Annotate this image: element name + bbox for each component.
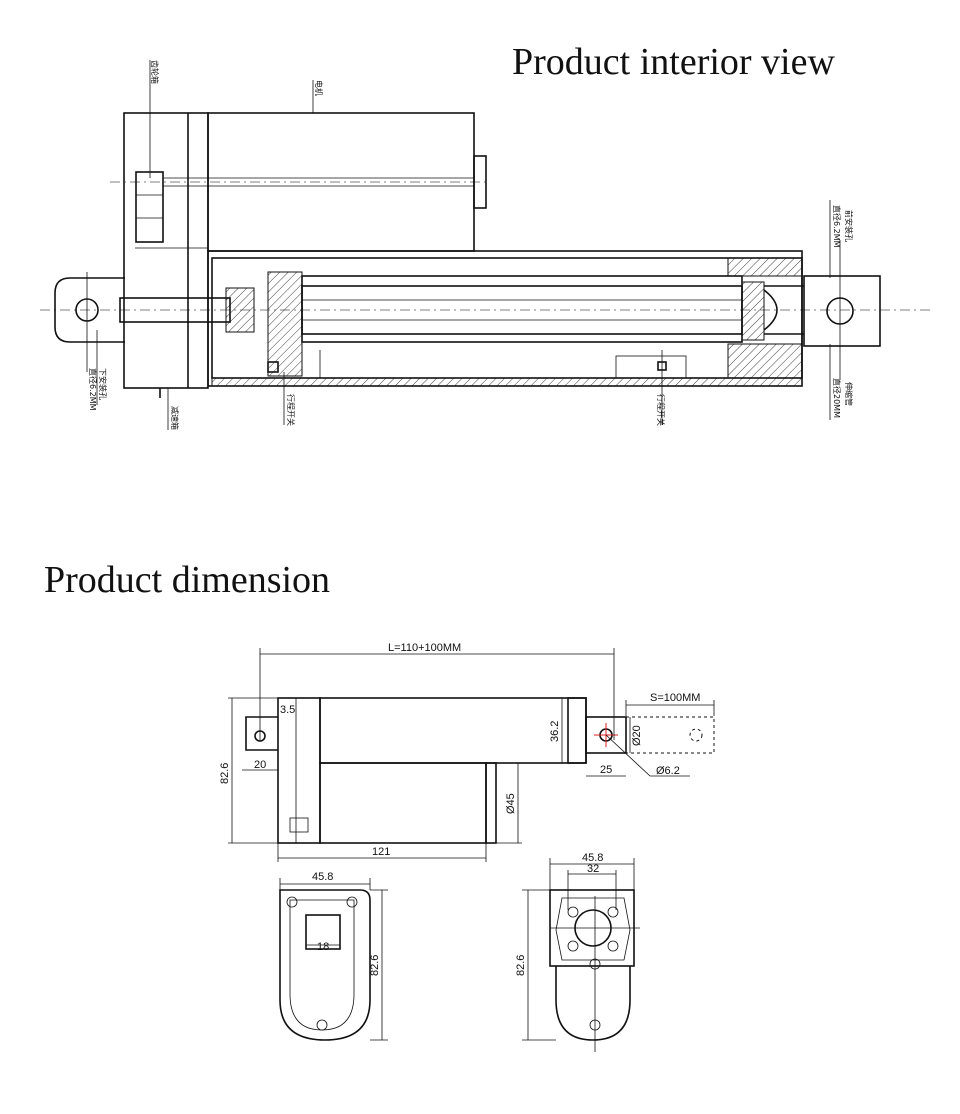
dim-82-6-left: 82.6 [219, 763, 231, 784]
end-view-front-labels: 45.8 32 82.6 [515, 852, 603, 976]
dim-45-8-a: 45.8 [312, 871, 333, 883]
note-inner-tube: 伸缩管 [844, 382, 854, 406]
dim-18: 18 [317, 941, 329, 953]
dim-dia-20: Ø20 [631, 725, 643, 746]
dim-82-6-right: 82.6 [515, 955, 527, 976]
side-view-drawing [228, 648, 715, 862]
dim-121: 121 [372, 846, 390, 858]
dim-25: 25 [600, 764, 612, 776]
dim-36-2: 36.2 [549, 721, 561, 742]
dim-stroke: S=100MM [650, 692, 700, 704]
note-rear-mount: 下安装孔 [98, 368, 108, 400]
dimension-title: Product dimension [44, 559, 331, 601]
note-rear-mount-dim: 直径6.2MM [88, 368, 98, 411]
note-front-mount-dim: 直径6.2MM [832, 205, 842, 248]
end-view-rear-labels: 45.8 82.6 18 [312, 871, 381, 976]
note-motor: 电机 [314, 80, 324, 96]
dim-3-5: 3.5 [280, 704, 295, 716]
note-limit-switch-1: 行程开关 [286, 394, 296, 426]
dim-82-6-mid: 82.6 [369, 955, 381, 976]
dim-32: 32 [587, 863, 599, 875]
side-view-dimension-labels: L=110+100MM S=100MM 36.2 Ø20 25 Ø6.2 3.5… [219, 642, 700, 858]
interior-drawing [40, 60, 930, 430]
dim-20: 20 [254, 759, 266, 771]
note-inner-tube-dim: 直径20MM [832, 378, 842, 418]
end-view-rear [279, 878, 388, 1041]
end-view-front [522, 858, 640, 1052]
note-limit-switch-2: 行程开关 [656, 394, 666, 426]
dim-45-8-b: 45.8 [582, 852, 603, 864]
note-gear: 齿轮箱 [150, 60, 160, 84]
dim-length: L=110+100MM [388, 642, 461, 654]
interior-notes: 齿轮箱 电机 前安装孔 直径6.2MM 下安装孔 直径6.2MM 减速箱 行程开… [88, 60, 854, 430]
dim-dia-45: Ø45 [505, 793, 517, 814]
note-reducer: 减速箱 [170, 406, 180, 430]
dim-dia-6-2: Ø6.2 [656, 765, 680, 777]
note-front-mount: 前安装孔 [844, 210, 854, 242]
interior-view-title: Product interior view [512, 41, 835, 83]
